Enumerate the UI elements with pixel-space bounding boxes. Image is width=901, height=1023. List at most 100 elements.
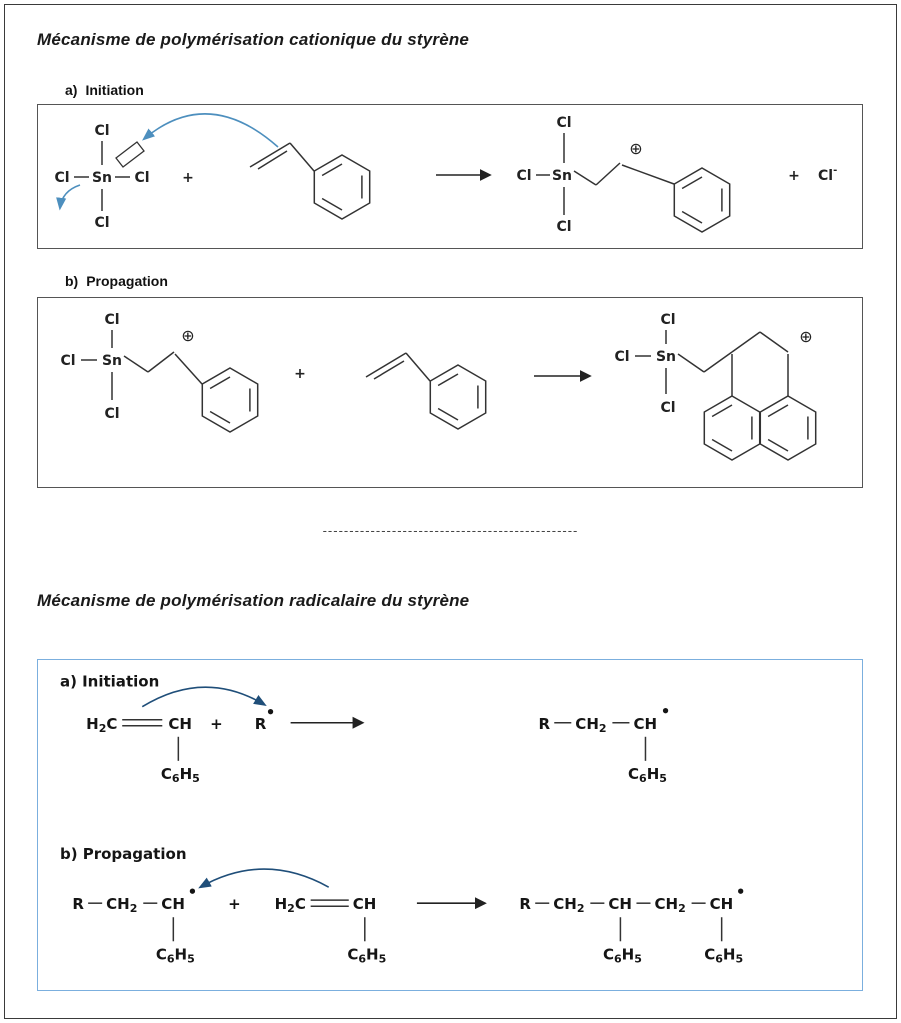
benzene-ring [703, 395, 761, 461]
radical-initiation-heading: a) Initiation [60, 673, 159, 691]
styrene-structure [249, 142, 371, 220]
empty-orbital-icon [115, 141, 145, 168]
formula-sub: 2 [678, 902, 686, 915]
section-prefix: a) [60, 673, 77, 691]
bond [365, 352, 407, 378]
r-label: R [519, 895, 531, 913]
formula-part: CH [575, 715, 599, 733]
styrene-structure [365, 352, 487, 430]
formula-sub: 6 [614, 952, 622, 965]
atom-label-cl-top: Cl [94, 123, 109, 139]
formula-part: H [622, 945, 635, 963]
positive-charge-icon: ⊕ [181, 326, 194, 345]
formula-part: CH [553, 895, 577, 913]
atom-label-cl-bottom: Cl [104, 406, 119, 422]
cationic-initiation-box: Cl Cl Sn Cl Cl + Cl [37, 104, 863, 249]
bond [703, 351, 733, 373]
electron-arrow-chloride [56, 184, 81, 211]
formula-part: H [647, 765, 660, 783]
bond [249, 142, 291, 168]
bond [174, 353, 203, 385]
bond [573, 170, 597, 186]
c6h5-label: C6H5 [156, 945, 195, 965]
electron-arrow-initiation [141, 686, 267, 708]
formula-sub: 6 [167, 952, 175, 965]
formula-part: C [603, 945, 614, 963]
plus-sign: + [210, 715, 223, 733]
section-prefix: a) [65, 82, 78, 98]
atom-label-sn: Sn [102, 353, 122, 369]
atom-label-cl-left: Cl [614, 349, 629, 365]
formula-part: H [275, 895, 288, 913]
sncl4-structure: Cl Cl Sn Cl Cl [54, 123, 149, 231]
radical-mechanism-diagram: a)Initiation H2C CH C6H5 + R • R CH2 CH … [60, 673, 746, 966]
ch-label: CH [633, 715, 657, 733]
separator-line: ----------------------------------------… [322, 523, 579, 538]
benzene-ring [759, 395, 817, 461]
atom-label-cl-left: Cl [516, 168, 531, 184]
cationic-title: Mécanisme de polymérisation cationique d… [37, 30, 470, 49]
radical-dot-icon: • [661, 703, 671, 721]
formula-part: C [156, 945, 167, 963]
section-label: Propagation [86, 273, 168, 289]
formula-sub: 2 [599, 722, 607, 735]
double-bond [373, 360, 405, 380]
bond [595, 162, 621, 186]
plus-sign: + [228, 895, 241, 913]
ch2-label: CH2 [575, 715, 606, 735]
ch-label: CH [168, 715, 192, 733]
formula-sub: 2 [577, 902, 585, 915]
atom-label-cl-right: Cl [134, 170, 149, 186]
radical-dot-icon: • [736, 883, 746, 901]
atom-label-cl-top: Cl [104, 312, 119, 328]
c6h5-label: C6H5 [347, 945, 386, 965]
formula-part: Cl [818, 168, 833, 184]
radical-dot-icon: • [188, 883, 198, 901]
bond [677, 353, 705, 373]
formula-part: CH [106, 895, 130, 913]
formula-sub: 2 [287, 902, 295, 915]
radical-dot-icon: • [266, 704, 276, 722]
product-dimer-cation-structure: Cl Cl Sn Cl ⊕ [614, 312, 817, 461]
formula-part: C [704, 945, 715, 963]
bond [621, 164, 675, 185]
c6h5-label: C6H5 [603, 945, 642, 965]
formula-part: C [347, 945, 358, 963]
atom-label-cl-top: Cl [660, 312, 675, 328]
formula-sub: 6 [715, 952, 723, 965]
atom-label-cl-left: Cl [54, 170, 69, 186]
positive-charge-icon: ⊕ [629, 139, 642, 158]
section-label: Initiation [82, 673, 159, 691]
bond [731, 331, 761, 353]
formula-part: H [366, 945, 379, 963]
charge-part: - [833, 165, 837, 176]
section-label: Propagation [83, 845, 187, 863]
c6h5-label: C6H5 [628, 765, 667, 785]
formula-sub: 5 [735, 952, 743, 965]
bond [759, 331, 789, 353]
formula-sub: 6 [358, 952, 366, 965]
c6h5-label: C6H5 [161, 765, 200, 785]
atom-label-cl-bottom: Cl [556, 219, 571, 235]
chloride-ion-label: Cl- [818, 165, 837, 184]
formula-part: H [180, 765, 193, 783]
formula-part: C [628, 765, 639, 783]
plus-sign: + [182, 170, 194, 186]
radical-initiation-scheme: H2C CH C6H5 + R • R CH2 CH • C6H5 [86, 686, 671, 785]
atom-label-sn: Sn [656, 349, 676, 365]
formula-sub: 5 [187, 952, 195, 965]
atom-label-sn: Sn [552, 168, 572, 184]
bond [289, 142, 315, 172]
formula-part: H [723, 945, 736, 963]
ch-label: CH [710, 895, 734, 913]
document-page: Mécanisme de polymérisation cationique d… [4, 4, 897, 1019]
formula-part: C [295, 895, 306, 913]
radical-title: Mécanisme de polymérisation radicalaire … [37, 591, 470, 610]
ch-label: CH [353, 895, 377, 913]
product-carbocation-structure: Cl Sn Cl Cl ⊕ [516, 115, 731, 235]
atom-label-cl-top: Cl [556, 115, 571, 131]
electron-arrow-propagation [198, 868, 330, 889]
ch2-label: CH2 [654, 895, 685, 915]
benzene-ring [429, 364, 487, 430]
cationic-propagation-box: Cl Cl Sn Cl ⊕ + Cl [37, 297, 863, 488]
